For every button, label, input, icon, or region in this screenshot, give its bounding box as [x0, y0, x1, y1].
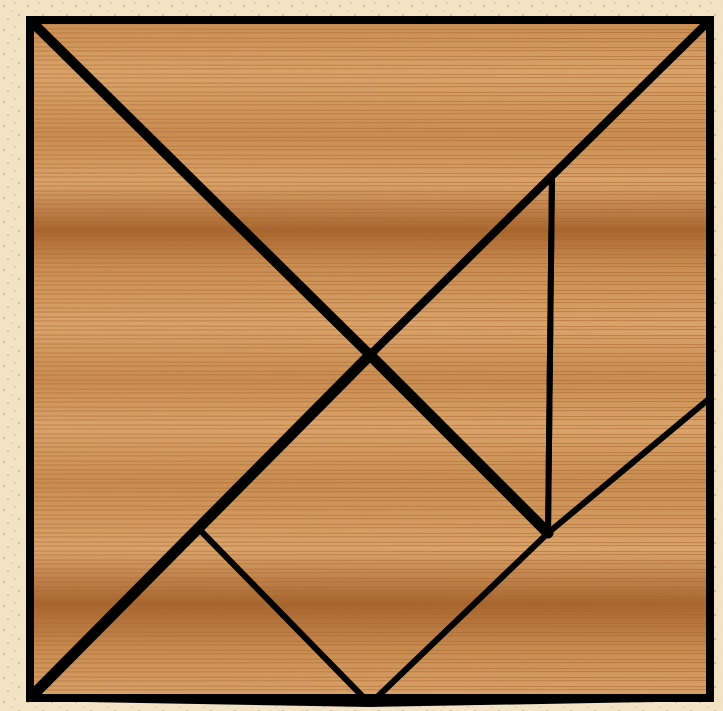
tangram-diagram — [0, 0, 723, 711]
